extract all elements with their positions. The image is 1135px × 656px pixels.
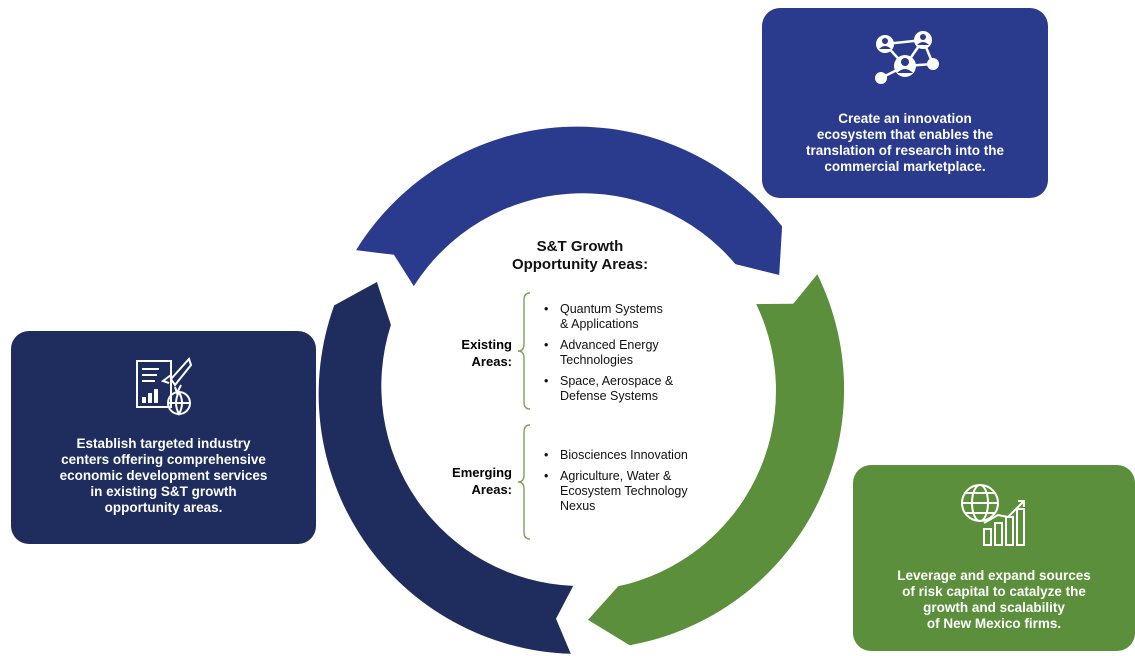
globe-growth-chart-icon <box>956 481 1032 554</box>
existing-areas-list: Quantum Systems & Applications Advanced … <box>541 302 721 410</box>
industry-centers-text: Establish targeted industry centers offe… <box>59 436 268 515</box>
list-item: Quantum Systems & Applications <box>541 302 721 332</box>
list-item: Agriculture, Water & Ecosystem Technolog… <box>541 469 731 514</box>
list-item: Space, Aerospace & Defense Systems <box>541 374 721 404</box>
cycle-arc-navy <box>318 282 574 654</box>
emerging-areas-label: Emerging Areas: <box>452 465 512 497</box>
innovation-ecosystem-box: Create an innovation ecosystem that enab… <box>762 8 1048 198</box>
risk-capital-text: Leverage and expand sources of risk capi… <box>897 568 1091 631</box>
emerging-areas-list: Biosciences Innovation Agriculture, Wate… <box>541 448 731 520</box>
existing-brace <box>517 292 531 410</box>
emerging-brace <box>517 424 531 540</box>
center-title: S&T Growth Opportunity Areas: <box>511 238 649 273</box>
risk-capital-box: Leverage and expand sources of risk capi… <box>853 465 1135 651</box>
innovation-ecosystem-text: Create an innovation ecosystem that enab… <box>805 111 1005 174</box>
industry-centers-box: Establish targeted industry centers offe… <box>11 331 316 544</box>
cycle-arc-blue <box>356 126 783 287</box>
list-item: Advanced Energy Technologies <box>541 338 721 368</box>
cycle-arc-green <box>588 274 845 646</box>
existing-areas-label: Existing Areas: <box>461 337 512 369</box>
list-item: Biosciences Innovation <box>541 448 731 463</box>
rocket-report-globe-icon <box>131 353 197 424</box>
network-people-icon <box>865 30 945 97</box>
